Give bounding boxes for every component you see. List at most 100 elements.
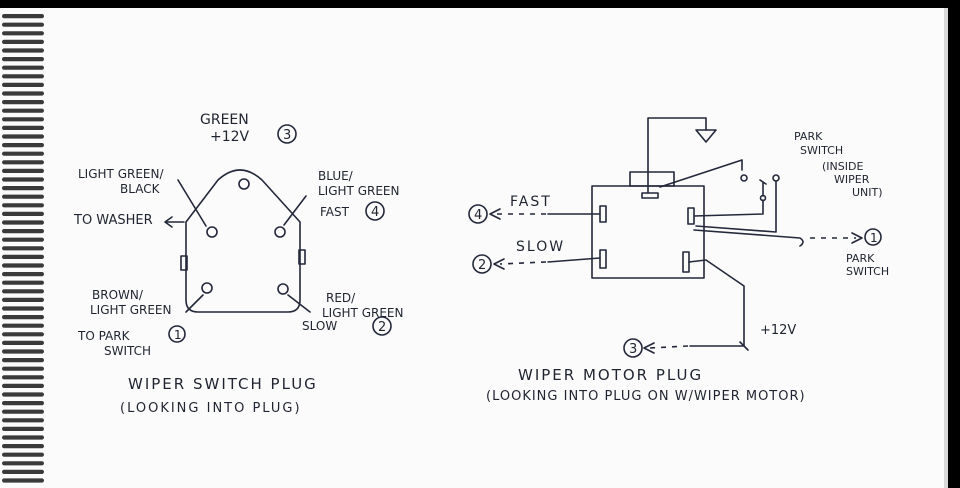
spiral-loop [2,315,44,320]
park-switch-label-c: (INSIDE [822,160,863,173]
park-switch-label-b: SWITCH [800,144,843,157]
spiral-loop [2,57,44,62]
pin4-function: FAST [320,205,350,219]
pin1-destination-a: TO PARK [77,329,131,343]
pin3-number-circle [277,124,297,144]
spiral-loop [2,143,44,148]
pin1-number-circle [168,325,186,343]
spiral-loop [2,100,44,105]
pin-hole-4 [274,226,286,238]
spiral-loop [2,108,44,113]
spiral-loop [2,177,44,182]
spiral-loop [2,31,44,36]
spiral-loop [2,306,44,311]
spiral-loop [2,444,44,449]
spiral-loop [2,461,44,466]
pin4-number: 4 [371,205,379,220]
spiral-loop [2,401,44,406]
spiral-loop [2,349,44,354]
spiral-loop [2,469,44,474]
pin-washer-color-b: BLACK [120,182,161,196]
spiral-loop [2,418,44,423]
pin2-number-circle [372,316,392,336]
pin-hole-3 [238,178,250,190]
spiral-loop [2,375,44,380]
leader-washer-arrow [164,216,185,228]
leader-washer [177,179,207,227]
park-switch-blade [759,179,767,197]
park-switch-wire [659,159,743,188]
fast-number: 4 [474,208,482,223]
park-out-label-a: PARK [846,252,875,265]
switch-plug-side-tab-left [180,255,188,271]
spiral-loop [2,237,44,242]
park-out-number: 1 [870,231,878,245]
pin4-color-b: LIGHT GREEN [318,184,399,198]
plus12-arrow [643,342,655,354]
spiral-loop [2,452,44,457]
spiral-loop [2,426,44,431]
terminal-slow [599,249,607,269]
spiral-loop [2,82,44,87]
spiral-loop [2,229,44,234]
spiral-loop [2,14,44,19]
plus12-number: 3 [629,342,637,357]
paper-sheet [0,8,948,488]
pin1-color-a: BROWN/ [92,288,144,302]
spiral-loop [2,409,44,414]
spiral-loop [2,125,44,130]
spiral-loop [2,323,44,328]
leader-2 [287,294,311,313]
spiral-loop [2,289,44,294]
park-to-terminal [693,199,764,217]
spiral-loop [2,151,44,156]
switch-plug-side-tab-right [298,249,306,265]
park-out-label-b: SWITCH [846,265,889,278]
terminal-top [641,192,659,199]
spiral-loop [2,332,44,337]
wiper-motor-plug-diagram: 1 PARK SWITCH PARK SWITCH (INSIDE WIPER … [468,117,889,404]
pin-hole-washer [206,226,218,238]
spiral-loop [2,366,44,371]
spiral-loop [2,220,44,225]
spiral-loop [2,263,44,268]
spiral-loop [2,478,44,483]
spiral-loop [2,91,44,96]
paper-edge [944,8,948,488]
spiral-loop [2,186,44,191]
slow-wire-dashed [499,261,547,265]
slow-label: SLOW [516,239,565,255]
spiral-loop [2,74,44,79]
spiral-loop [2,246,44,251]
pin3-voltage-label: +12V [210,129,250,145]
fast-arrow [489,208,501,220]
pin-hole-1 [201,282,213,294]
motor-plug-top-tab [629,171,675,187]
spiral-loop [2,383,44,388]
pin2-color-a: RED/ [326,291,356,305]
spiral-loop [2,435,44,440]
spiral-loop [2,168,44,173]
spiral-loop [2,39,44,44]
pin4-color-a: BLUE/ [318,169,354,183]
park-out-number-circle [864,228,882,246]
motor-plug-subtitle: (LOOKING INTO PLUG ON W/WIPER MOTOR) [486,389,806,404]
spiral-loop [2,160,44,165]
spiral-loop [2,297,44,302]
spiral-loop [2,254,44,259]
spiral-loop [2,203,44,208]
spiral-loop [2,65,44,70]
ground-wire [647,117,707,194]
ground-icon [695,129,717,143]
slow-number-circle [472,254,492,274]
pin1-destination-b: SWITCH [104,344,151,358]
pin2-color-b: LIGHT GREEN [322,306,403,320]
spiral-loop [2,392,44,397]
pin-hole-2 [277,283,289,295]
slow-arrow [493,258,505,270]
plus12-label: +12V [760,323,796,338]
pin2-number: 2 [378,320,386,335]
park-switch-label-a: PARK [794,130,823,143]
slow-number: 2 [478,258,486,273]
